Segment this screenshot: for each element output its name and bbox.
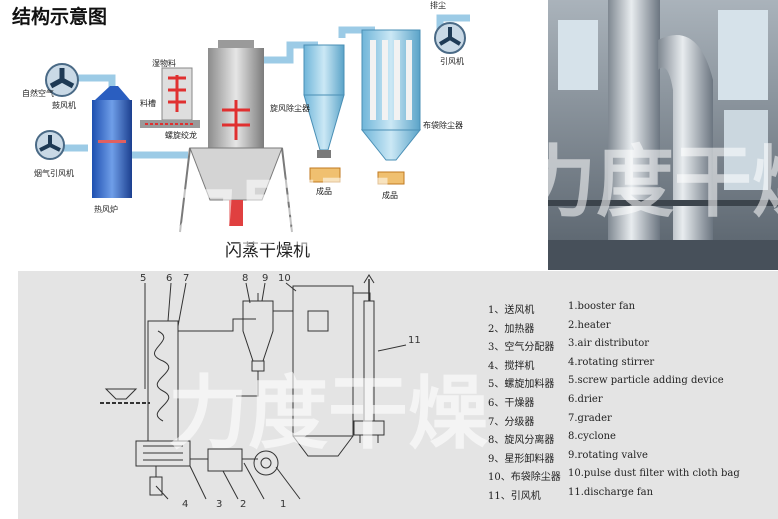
legend-en-label: 8.cyclone	[568, 431, 616, 443]
legend-cn-label: 5、螺旋加料器	[488, 379, 555, 391]
label-blower: 鼓风机	[52, 101, 76, 110]
legend-cn-label: 1、送风机	[488, 305, 535, 316]
flue-gas-fan-icon	[35, 130, 65, 160]
label-flue-fan: 烟气引风机	[34, 169, 74, 178]
callout-10: 10	[278, 273, 291, 284]
schematic-drawing	[35, 14, 470, 233]
callout-7: 7	[183, 273, 189, 284]
legend-cn-label: 10、布袋除尘器	[488, 472, 561, 484]
legend-en-label: 9.rotating valve	[568, 449, 648, 461]
legend-row: 3、空气分配器 3.air distributor	[488, 338, 740, 357]
legend-row: 9、星形卸料器 9.rotating valve	[488, 450, 740, 469]
callout-1: 1	[280, 499, 286, 510]
label-exhaust-top: 排尘	[430, 1, 446, 10]
label-product-1: 成品	[316, 187, 332, 196]
label-product-2: 成品	[382, 191, 398, 200]
drying-tower-drawing	[179, 40, 293, 233]
label-wet-material: 湿物料	[152, 59, 176, 68]
legend-en-label: 10.pulse dust filter with cloth bag	[568, 468, 740, 480]
cyclone-drawing	[303, 44, 345, 183]
legend-en-label: 5.screw particle adding device	[568, 375, 724, 387]
legend-row: 7、分级器 7.grader	[488, 413, 740, 432]
callout-9: 9	[262, 273, 268, 284]
legend-cn-label: 9、星形卸料器	[488, 453, 555, 465]
callout-11: 11	[408, 335, 421, 346]
legend-row: 2、加热器 2.heater	[488, 320, 740, 339]
legend-row: 1、送风机 1.booster fan	[488, 301, 740, 320]
dryer-line-drawing: 5 6 7 8 9 10 11 4 3 2 1 1、送风机 1.booster f…	[18, 271, 778, 519]
legend-cn-label: 4、搅拌机	[488, 360, 535, 372]
legend-cn-label: 3、空气分配器	[488, 342, 555, 354]
exhaust-fan-icon	[434, 22, 466, 54]
factory-photo: 力度干燥	[548, 0, 778, 270]
parts-legend: 1、送风机 1.booster fan 2、加热器 2.heater 3、空气分配器 3.…	[488, 301, 740, 506]
legend-row: 6、干燥器 6.drier	[488, 394, 740, 413]
legend-row: 5、螺旋加料器 5.screw particle adding device	[488, 375, 740, 394]
line-drawing	[100, 274, 407, 500]
callout-numbers: 5 6 7 8 9 10 11 4 3 2 1	[140, 273, 421, 510]
callout-3: 3	[216, 499, 222, 510]
legend-row: 10、布袋除尘器 10.pulse dust filter with cloth …	[488, 468, 740, 487]
legend-row: 8、旋风分离器 8.cyclone	[488, 431, 740, 450]
legend-en-label: 11.discharge fan	[568, 486, 654, 498]
callout-4: 4	[182, 499, 188, 510]
label-natural-air: 自然空气	[22, 89, 54, 98]
callout-8: 8	[242, 273, 248, 284]
bag-filter-drawing	[360, 29, 422, 185]
callout-2: 2	[240, 499, 246, 510]
legend-row: 4、搅拌机 4.rotating stirrer	[488, 357, 740, 376]
diagram-caption: 闪蒸干燥机	[225, 241, 310, 261]
flash-dryer-schematic: 结构示意图	[0, 0, 548, 270]
legend-cn-label: 11、引风机	[488, 490, 541, 502]
legend-en-label: 6.drier	[568, 393, 603, 405]
hot-air-furnace-drawing	[92, 86, 132, 198]
legend-cn-label: 7、分级器	[488, 416, 535, 428]
legend-en-label: 7.grader	[568, 412, 612, 424]
callout-5: 5	[140, 273, 146, 284]
legend-cn-label: 2、加热器	[488, 323, 535, 335]
label-exhaust-fan: 引风机	[440, 57, 464, 66]
factory-photo-drawing	[548, 0, 778, 270]
label-bag-filter: 布袋除尘器	[423, 121, 463, 130]
page-title: 结构示意图	[12, 6, 108, 28]
legend-en-label: 4.rotating stirrer	[568, 356, 655, 368]
legend-en-label: 3.air distributor	[568, 338, 650, 350]
label-screw-feeder: 螺旋绞龙	[165, 131, 197, 140]
callout-6: 6	[166, 273, 172, 284]
label-cyclone: 旋风除尘器	[270, 104, 310, 113]
legend-en-label: 2.heater	[568, 319, 611, 331]
legend-en-label: 1.booster fan	[568, 301, 636, 312]
legend-cn-label: 6、干燥器	[488, 397, 535, 409]
blower-fan-icon	[45, 63, 79, 97]
legend-cn-label: 8、旋风分离器	[488, 435, 555, 447]
hopper-drawing	[140, 67, 200, 128]
label-hopper: 料槽	[140, 99, 156, 108]
label-hot-air-furnace: 热风炉	[94, 205, 118, 214]
legend-row: 11、引风机 11.discharge fan	[488, 487, 740, 506]
